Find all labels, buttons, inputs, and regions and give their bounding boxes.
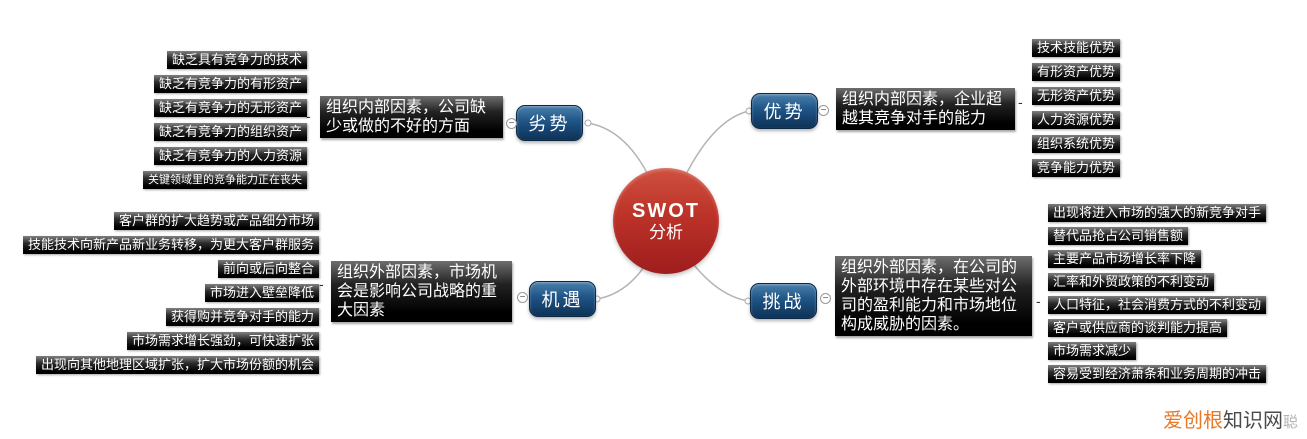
node-weakness[interactable]: 劣势 [516,105,583,141]
list-item[interactable]: 前向或后向整合 [217,260,319,278]
opportunity-items: 客户群的扩大趋势或产品细分市场 技能技术向新产品新业务转移，为更大客户群服务 前… [22,212,319,374]
list-item[interactable]: 市场需求增长强劲，可快速扩张 [126,332,319,350]
dash-marker-weakness: - [306,108,311,124]
list-item[interactable]: 缺乏有竞争力的有形资产 [153,75,307,93]
dash-marker-opportunity: - [319,276,324,292]
list-item[interactable]: 获得购并竞争对手的能力 [165,308,319,326]
connector-dot-weakness [584,119,592,127]
list-item[interactable]: 人力资源优势 [1032,111,1121,129]
description-weakness[interactable]: 组织内部因素，公司缺少或做的不好的方面 [320,96,503,138]
description-strength[interactable]: 组织内部因素，企业超越其竞争对手的能力 [836,88,1015,130]
node-threat[interactable]: 挑战 [750,283,817,319]
collapse-badge-strength[interactable]: − [818,105,829,116]
node-strength[interactable]: 优势 [751,93,818,129]
collapse-badge-threat[interactable]: − [820,293,831,304]
watermark: 爱创根知识网聪 [1163,404,1298,433]
collapse-badge-opportunity[interactable]: − [517,292,528,303]
description-threat[interactable]: 组织外部因素，在公司的外部环境中存在某些对公司的盈利能力和市场地位构成威胁的因素… [835,256,1032,336]
list-item[interactable]: 人口特征，社会消费方式的不利变动 [1048,296,1267,314]
list-item[interactable]: 关键领域里的竞争能力正在丧失 [143,171,307,189]
list-item[interactable]: 主要产品市场增长率下降 [1048,250,1202,268]
list-item[interactable]: 缺乏有竞争力的组织资产 [153,123,307,141]
list-item[interactable]: 技能技术向新产品新业务转移，为更大客户群服务 [22,236,319,254]
central-topic-title: SWOT [632,199,700,222]
dash-marker-strength: - [1018,94,1023,110]
list-item[interactable]: 替代品抢占公司销售额 [1048,227,1189,245]
list-item[interactable]: 竞争能力优势 [1032,159,1121,177]
watermark-brand: 爱创根 [1163,410,1223,432]
list-item[interactable]: 客户群的扩大趋势或产品细分市场 [113,212,319,230]
collapse-badge-weakness[interactable]: − [506,118,517,129]
dash-marker-threat: - [1036,293,1041,309]
threat-items: 出现将进入市场的强大的新竞争对手 替代品抢占公司销售额 主要产品市场增长率下降 … [1048,204,1267,383]
list-item[interactable]: 市场需求减少 [1048,342,1137,360]
list-item[interactable]: 出现将进入市场的强大的新竞争对手 [1048,204,1267,222]
list-item[interactable]: 缺乏具有竞争力的技术 [166,51,307,69]
watermark-suffix: 知识网 [1223,410,1283,432]
central-topic[interactable]: SWOT 分析 [613,168,719,274]
list-item[interactable]: 容易受到经济萧条和业务周期的冲击 [1048,365,1267,383]
strength-items: 技术技能优势 有形资产优势 无形资产优势 人力资源优势 组织系统优势 竞争能力优… [1032,39,1121,177]
list-item[interactable]: 出现向其他地理区域扩张，扩大市场份额的机会 [35,356,319,374]
central-topic-subtitle: 分析 [649,222,683,242]
list-item[interactable]: 无形资产优势 [1032,87,1121,105]
list-item[interactable]: 汇率和外贸政策的不利变动 [1048,273,1215,291]
list-item[interactable]: 技术技能优势 [1032,39,1121,57]
list-item[interactable]: 客户或供应商的谈判能力提高 [1048,319,1228,337]
node-opportunity[interactable]: 机遇 [529,281,596,317]
weakness-items: 缺乏具有竞争力的技术 缺乏有竞争力的有形资产 缺乏有竞争力的无形资产 缺乏有竞争… [143,51,307,189]
watermark-tail: 聪 [1283,414,1299,431]
list-item[interactable]: 组织系统优势 [1032,135,1121,153]
description-opportunity[interactable]: 组织外部因素，市场机会是影响公司战略的重大因素 [331,261,512,322]
list-item[interactable]: 缺乏有竞争力的人力资源 [153,147,307,165]
list-item[interactable]: 有形资产优势 [1032,63,1121,81]
list-item[interactable]: 市场进入壁垒降低 [204,284,319,302]
list-item[interactable]: 缺乏有竞争力的无形资产 [153,99,307,117]
